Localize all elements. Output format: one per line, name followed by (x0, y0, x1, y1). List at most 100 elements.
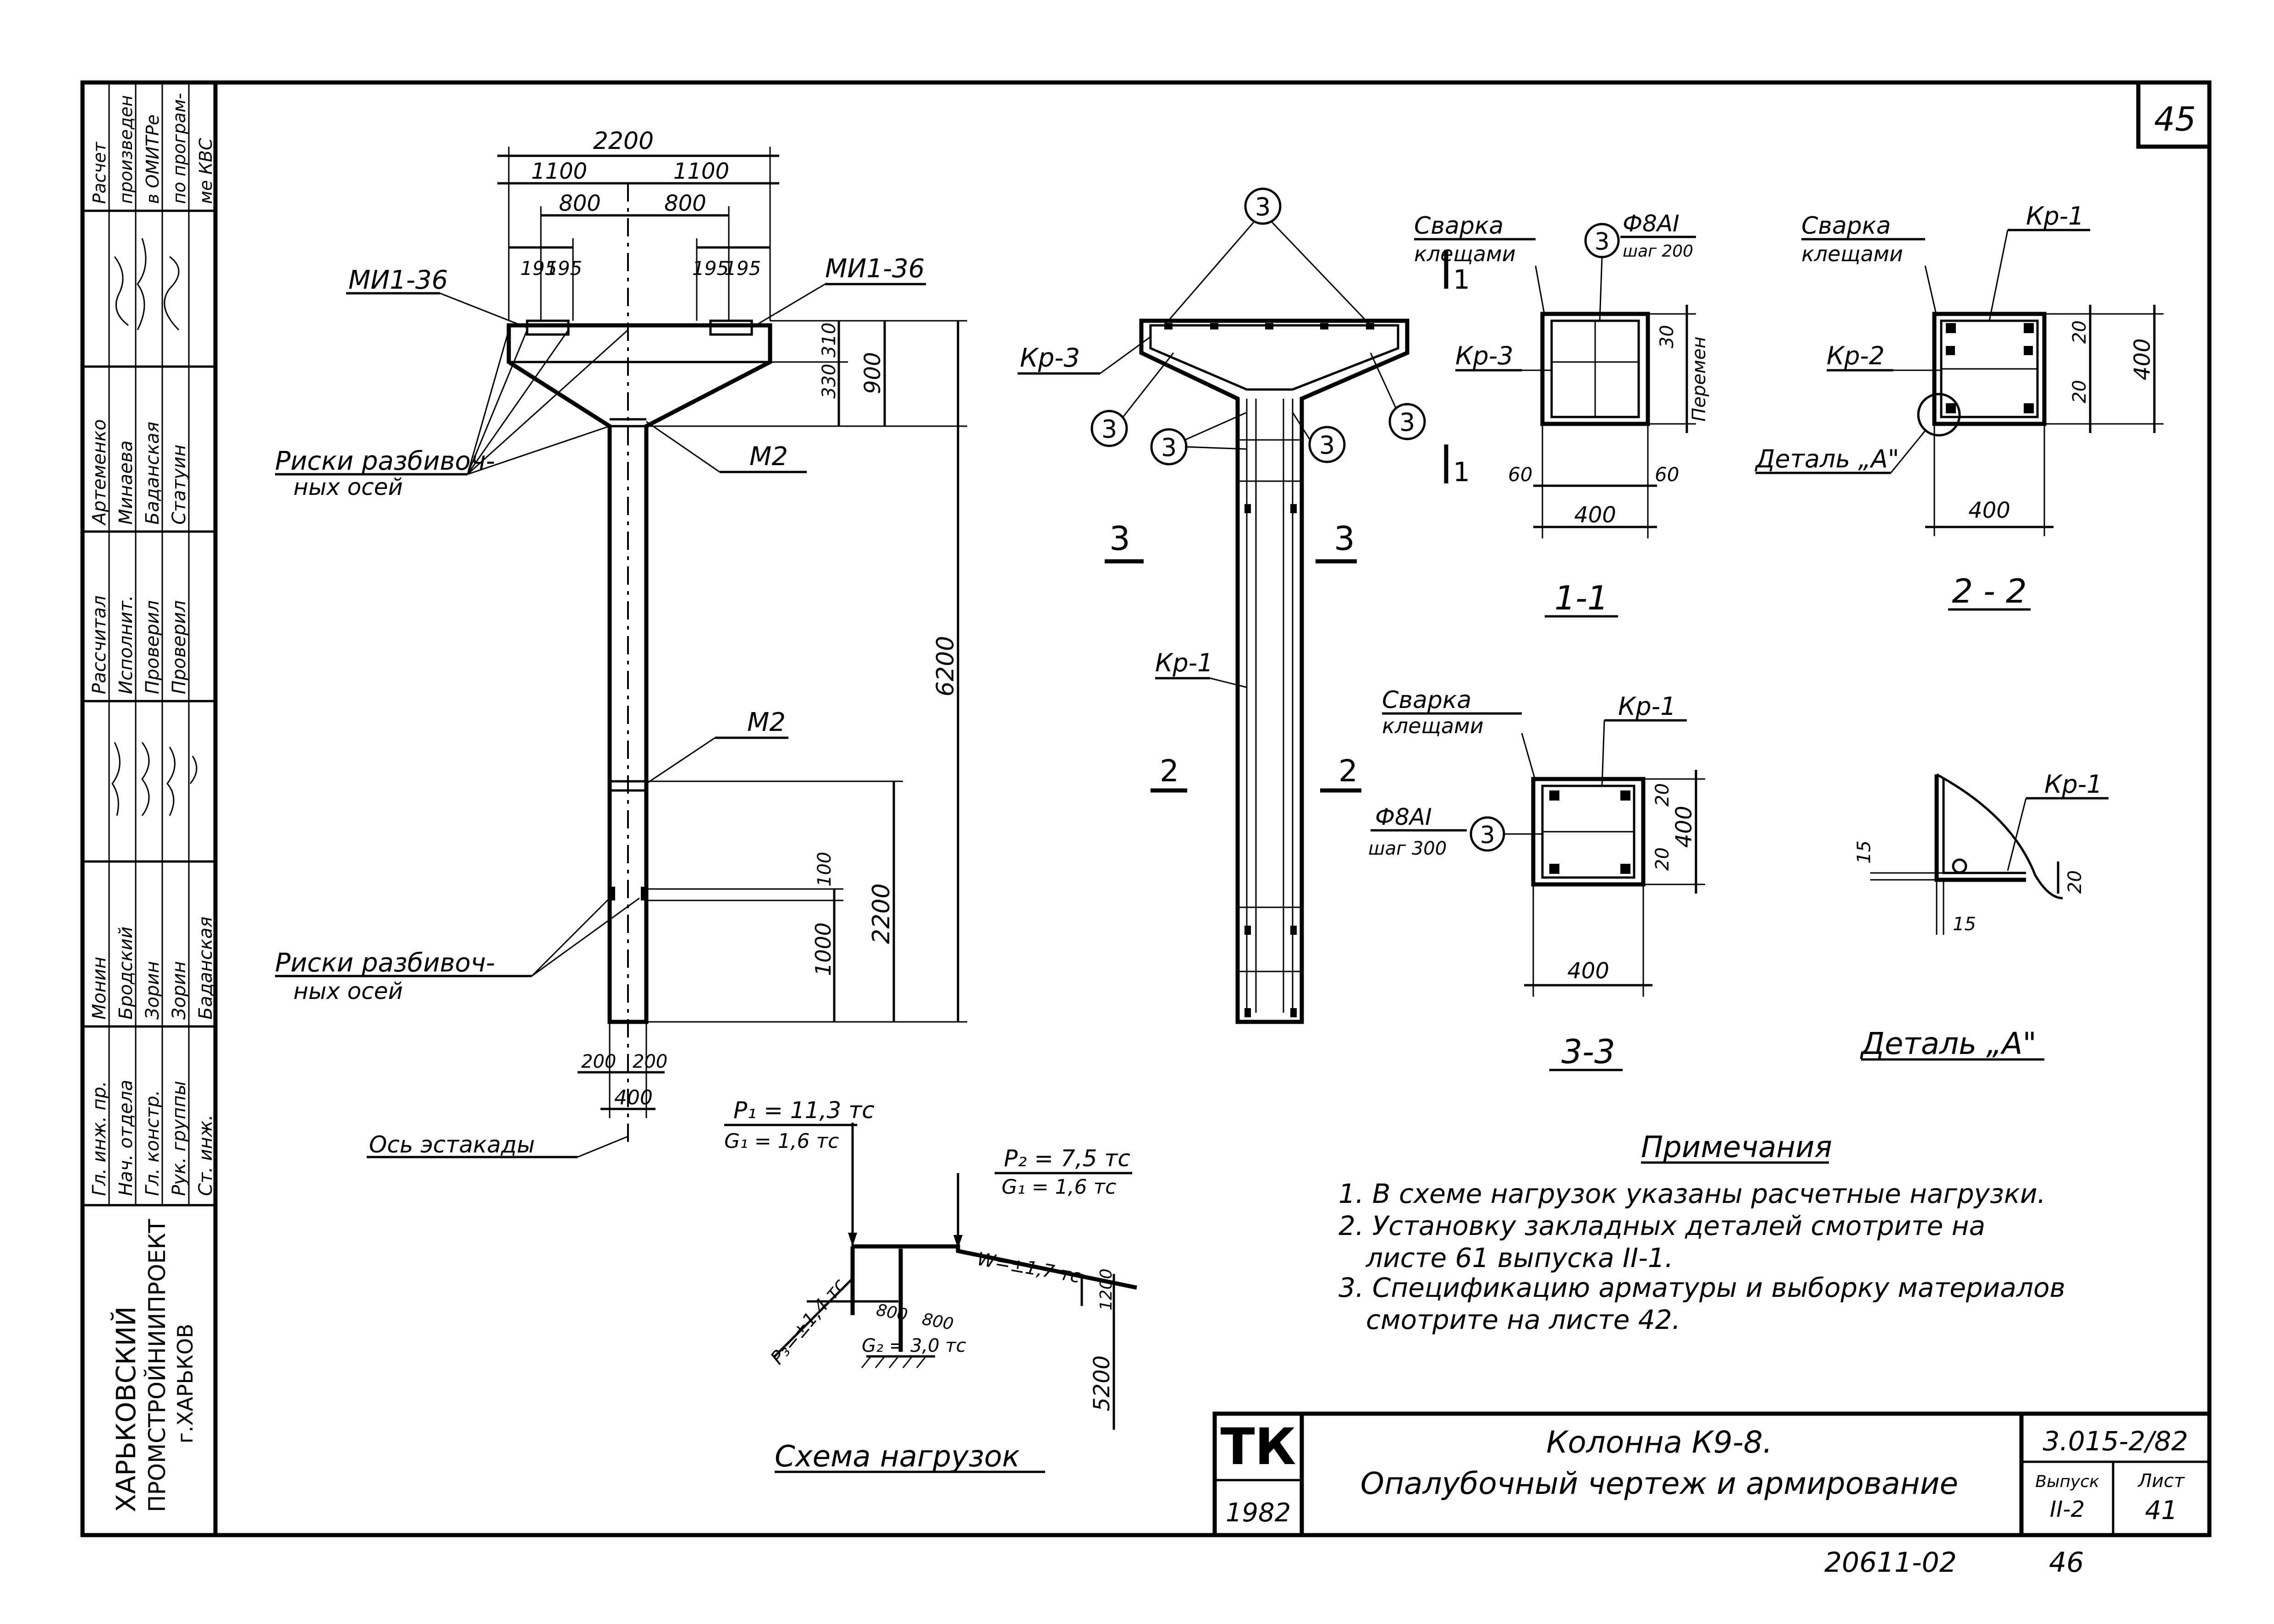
note-line: 2. Установку закладных деталей смотрите … (1338, 1210, 1985, 1241)
stamp-org-3: г.ХАРЬКОВ (173, 1324, 198, 1444)
dim-60: 60 (1655, 463, 1679, 486)
section-3-3: Сварка клещами Кр-1 Ф8АI шаг 300 3 20 20… (1368, 686, 1705, 1071)
stamp-calc: по програм- (169, 93, 189, 204)
section-mark: 2 (1160, 753, 1179, 789)
notes: Примечания 1. В схеме нагрузок указаны р… (1338, 1130, 2065, 1335)
stamp-role-2: Проверил (142, 600, 163, 694)
stamp-strip (80, 80, 218, 1537)
risk-label-upper-1: Риски разбивоч- (275, 446, 495, 476)
dim-1100-right: 1100 (673, 159, 729, 184)
load-scheme: P₁ = 11,3 тс G₁ = 1,6 тс P₂ = 7,5 тс G₁ … (724, 1097, 1137, 1474)
stamp-role: Ст. инж. (195, 1114, 216, 1196)
stamp-role-2: Исполнит. (116, 595, 137, 694)
kr2-label: Кр-2 (1827, 341, 1884, 370)
section-2-2: Сварка клещами Кр-1 Кр-2 Деталь „А" 20 2… (1755, 202, 2164, 611)
mi-label-right: МИ1-36 (825, 254, 925, 284)
m2-label-upper: М2 (749, 442, 788, 472)
dim-2200-lower: 2200 (868, 883, 895, 944)
step-label: шаг 200 (1623, 242, 1693, 261)
dim-15: 15 (1953, 914, 1976, 935)
dim-400-v: 400 (1671, 806, 1697, 848)
stamp-calc: произведен (116, 95, 136, 204)
m2-label-lower: М2 (747, 708, 786, 737)
stamp-calc: Расчет (89, 141, 110, 204)
kr3-label: Кр-3 (1455, 341, 1513, 370)
dim-400: 400 (1574, 502, 1616, 528)
dim-20: 20 (1652, 783, 1673, 807)
pos-3: 3 (1161, 433, 1177, 462)
kr1-label: Кр-1 (2026, 202, 2084, 230)
section-mark: 3 (1109, 519, 1130, 558)
issue-value: II-2 (2050, 1497, 2085, 1522)
sheet-number: 45 (2154, 100, 2196, 138)
drawing-title-2: Опалубочный чертеж и армирование (1360, 1466, 1958, 1501)
dim-60: 60 (1508, 463, 1532, 486)
dim-330: 330 (819, 364, 840, 399)
title-block: ТК 1982 Колонна К9-8. Опалубочный чертеж… (1212, 1411, 2212, 1537)
dim-200-left: 200 (581, 1051, 616, 1072)
dim-800: 800 (875, 1300, 909, 1324)
dim-195: 195 (520, 257, 557, 280)
note-line: 3. Спецификацию арматуры и выборку матер… (1338, 1272, 2065, 1303)
wind-label: W=±1,7 тс (975, 1249, 1082, 1288)
stamp-calc: в ОМИТРе (143, 115, 163, 204)
reinforcement-view: 3 3 3 3 3 Кр-3 Кр-1 1 1 3 3 2 2 (1018, 187, 1470, 1024)
risk-label-upper-2: ных осей (293, 474, 403, 500)
dim-195: 195 (545, 257, 582, 280)
mi-label-left: МИ1-36 (348, 265, 448, 295)
doc-code: 3.015-2/82 (2043, 1426, 2188, 1457)
dim-6200: 6200 (932, 636, 959, 697)
pos-3-top: 3 (1255, 192, 1271, 221)
dim-800-left: 800 (559, 191, 601, 216)
stamp-org-2: ПРОМСТРОЙНИИПРОЕКТ (143, 1219, 171, 1512)
dim-20: 20 (2065, 870, 2086, 894)
kr1-label: Кр-1 (2044, 770, 2102, 799)
stamp-name-2: Минаева (116, 440, 137, 525)
section-mark: 3 (1334, 519, 1355, 558)
stamp-name: Зорин (142, 961, 163, 1020)
g2-label: G₂ = 3,0 тс (862, 1335, 966, 1356)
stamp-role: Гл. констр. (142, 1090, 163, 1196)
var-label: Перемен (1689, 336, 1710, 422)
section-title: 3-3 (1561, 1032, 1615, 1071)
pos-3: 3 (1101, 415, 1117, 444)
weld-label: Сварка (1382, 686, 1471, 714)
dim-800: 800 (920, 1310, 955, 1333)
stamp-name-2: Статуин (169, 444, 190, 525)
dim-400-v: 400 (2130, 338, 2155, 380)
detail-title: Деталь „А" (1860, 1026, 2037, 1061)
dim-400: 400 (614, 1086, 653, 1109)
column-elevation: 2200 1100 1100 800 800 195 195 195 195 М… (275, 127, 967, 1158)
dim-15: 15 (1854, 840, 1875, 864)
section-mark: 1 (1453, 456, 1470, 488)
weld-label: клещами (1414, 241, 1516, 266)
dim-400: 400 (1968, 498, 2010, 523)
kr1-label: Кр-1 (1618, 692, 1676, 721)
dim-30: 30 (1657, 325, 1678, 348)
stamp-name: Зорин (169, 961, 190, 1020)
vertical-stamp: ХАРЬКОВСКИЙ ПРОМСТРОЙНИИПРОЕКТ г.ХАРЬКОВ… (83, 82, 216, 1512)
section-1-1: Сварка клещами 3 Ф8АI шаг 200 Кр-3 30 Пе… (1414, 210, 1710, 618)
dim-200-right: 200 (633, 1051, 667, 1072)
year: 1982 (1226, 1498, 1291, 1528)
note-line: смотрите на листе 42. (1366, 1304, 1680, 1335)
weld-label: Сварка (1801, 212, 1891, 240)
rebar-label: Ф8АI (1375, 804, 1432, 830)
p2-label: P₂ = 7,5 тс (1004, 1145, 1130, 1172)
detail-a: Кр-1 15 15 20 Деталь „А" (1854, 770, 2109, 1061)
dim-1000: 1000 (811, 922, 836, 976)
stamp-role: Гл. инж. пр. (89, 1081, 110, 1196)
stamp-name: Монин (89, 957, 110, 1020)
dim-2200: 2200 (593, 127, 654, 155)
stamp-name-2: Артеменко (89, 419, 110, 526)
load-scheme-title: Схема нагрузок (775, 1440, 1020, 1474)
stamp-role: Рук. группы (169, 1081, 190, 1196)
weld-label: Сварка (1414, 212, 1503, 240)
dim-1200: 1200 (1097, 1268, 1116, 1311)
dim-100: 100 (814, 852, 835, 887)
dim-800-right: 800 (664, 191, 706, 216)
kr3-label: Кр-3 (1020, 343, 1080, 373)
note-line: листе 61 выпуска II-1. (1366, 1242, 1673, 1273)
logo-tk: ТК (1221, 1417, 1296, 1476)
